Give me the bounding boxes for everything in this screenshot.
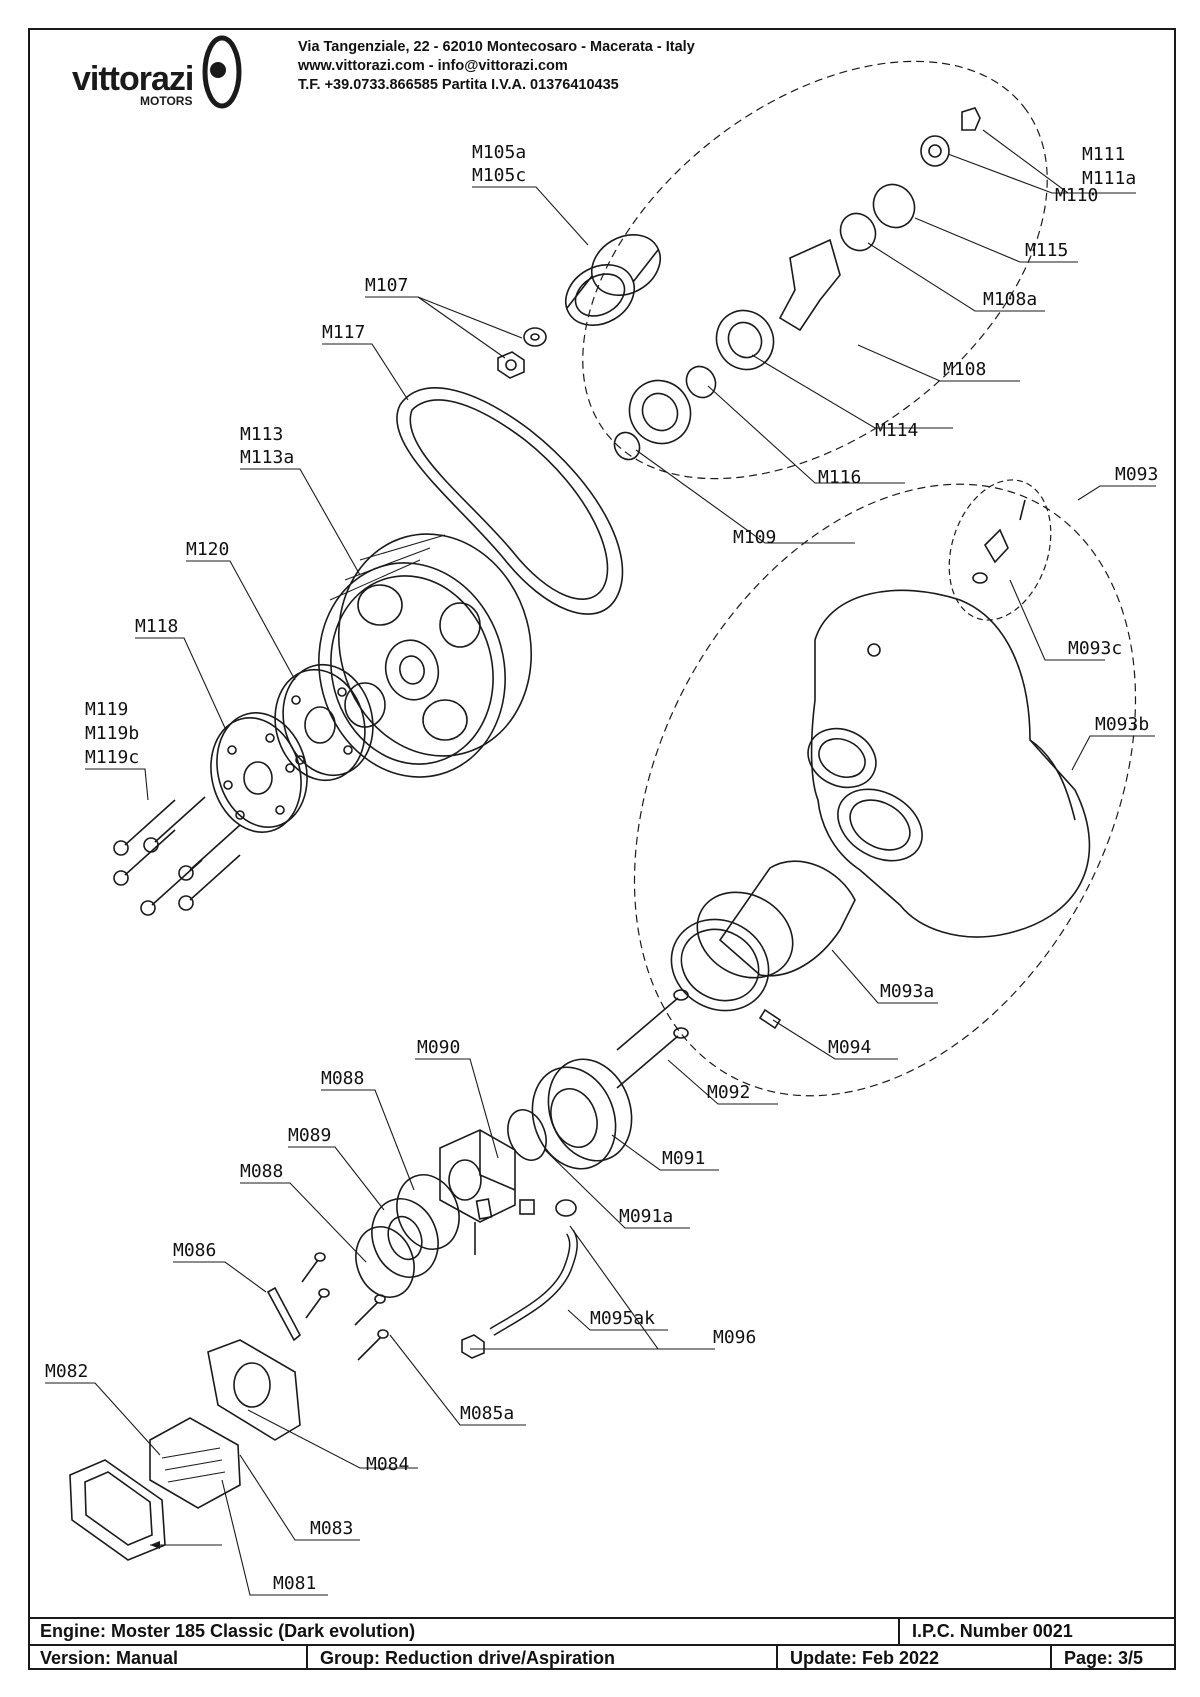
airbox-part <box>807 499 1091 938</box>
label-m118: M118 <box>135 616 178 637</box>
backing-plate-part <box>210 712 308 833</box>
vittorazi-logo: vittorazi MOTORS <box>72 34 252 114</box>
label-m083: M083 <box>310 1518 353 1539</box>
label-m111: M111 <box>1082 144 1125 165</box>
nut-part <box>497 351 525 379</box>
gasket-part-2 <box>355 1226 415 1298</box>
company-address: Via Tangenziale, 22 - 62010 Montecosaro … <box>298 38 695 95</box>
engine-cell: Engine: Moster 185 Classic (Dark evoluti… <box>40 1621 416 1641</box>
label-m109: M109 <box>733 527 776 548</box>
label-m085a: M085a <box>460 1403 514 1424</box>
page-frame <box>28 28 1176 1670</box>
label-m093a: M093a <box>880 981 934 1002</box>
phone-vat-line: T.F. +39.0733.866585 Partita I.V.A. 0137… <box>298 77 619 93</box>
bracket-part <box>266 1286 302 1342</box>
logo-emblem-icon <box>202 35 242 109</box>
footer-row-details: Version: Manual Group: Reduction drive/A… <box>28 1644 1176 1670</box>
label-m082: M082 <box>45 1361 88 1382</box>
ipc-number-cell: I.P.C. Number 0021 <box>912 1621 1073 1641</box>
label-m110: M110 <box>1055 185 1098 206</box>
label-m095ak: M095ak <box>590 1308 655 1329</box>
label-m113a: M113a <box>240 447 294 468</box>
label-m120: M120 <box>186 539 229 560</box>
label-m093b: M093b <box>1095 714 1149 735</box>
label-m107: M107 <box>365 275 408 296</box>
intake-manifold-part <box>207 1339 301 1441</box>
mounting-screws-part <box>301 1252 389 1361</box>
label-m088-lower: M088 <box>240 1161 283 1182</box>
label-m115: M115 <box>1025 240 1068 261</box>
label-m105c: M105c <box>472 165 526 186</box>
hose-nut-part <box>461 1334 485 1359</box>
version-cell: Version: Manual <box>40 1647 179 1668</box>
intake-boot-part <box>670 860 856 1030</box>
label-m119: M119 <box>85 699 128 720</box>
long-bolts-part <box>616 989 689 1089</box>
update-cell: Update: Feb 2022 <box>790 1647 940 1668</box>
o-ring-part <box>507 1109 547 1161</box>
filter-cap-part <box>555 1199 577 1217</box>
pulley-sleeve-part <box>565 234 661 326</box>
label-m108: M108 <box>943 359 986 380</box>
label-m091a: M091a <box>619 1206 673 1227</box>
label-m116: M116 <box>818 467 861 488</box>
logo-wordmark: vittorazi <box>72 60 194 98</box>
label-m084: M084 <box>366 1454 409 1475</box>
label-m113: M113 <box>240 424 283 445</box>
label-m090: M090 <box>417 1037 460 1058</box>
group-outline-m093c <box>948 479 1052 621</box>
group-cell: Group: Reduction drive/Aspiration <box>320 1647 616 1668</box>
main-pulley-part <box>318 533 533 778</box>
label-m088: M088 <box>321 1068 364 1089</box>
label-m086: M086 <box>173 1240 216 1261</box>
label-m108a: M108a <box>983 289 1037 310</box>
label-m114: M114 <box>875 420 918 441</box>
reed-valve-part <box>149 1417 241 1509</box>
spacer-part <box>371 1198 439 1278</box>
group-outline-m108 <box>582 60 1048 480</box>
web-line: www.vittorazi.com - info@vittorazi.com <box>298 58 568 74</box>
label-m119b: M119b <box>85 723 139 744</box>
label-m091: M091 <box>662 1148 705 1169</box>
label-m093c: M093c <box>1068 638 1122 659</box>
shaft-bearing-group <box>613 107 981 461</box>
page-cell: Page: 3/5 <box>1064 1647 1144 1668</box>
label-m117: M117 <box>322 322 365 343</box>
label-m105a: M105a <box>472 142 526 163</box>
label-m094: M094 <box>828 1037 871 1058</box>
adapter-flange-part <box>531 1058 633 1170</box>
label-m096: M096 <box>713 1327 756 1348</box>
logo-subtitle: MOTORS <box>140 94 193 108</box>
label-m089: M089 <box>288 1125 331 1146</box>
address-line: Via Tangenziale, 22 - 62010 Montecosaro … <box>298 39 695 55</box>
hub-flange-part <box>274 663 374 782</box>
label-m093: M093 <box>1115 464 1158 485</box>
washer-part <box>523 327 547 347</box>
label-m081: M081 <box>273 1573 316 1594</box>
footer-row-engine: Engine: Moster 185 Classic (Dark evoluti… <box>28 1617 1176 1644</box>
carburetor-part <box>439 1129 535 1255</box>
drive-belt-part <box>396 387 624 615</box>
label-m111a: M111a <box>1082 168 1136 189</box>
label-m092: M092 <box>707 1082 750 1103</box>
gasket-part <box>396 1174 460 1250</box>
label-m119c: M119c <box>85 747 139 768</box>
cap-screws-part <box>113 796 241 916</box>
group-outline-m093 <box>633 483 1137 1097</box>
